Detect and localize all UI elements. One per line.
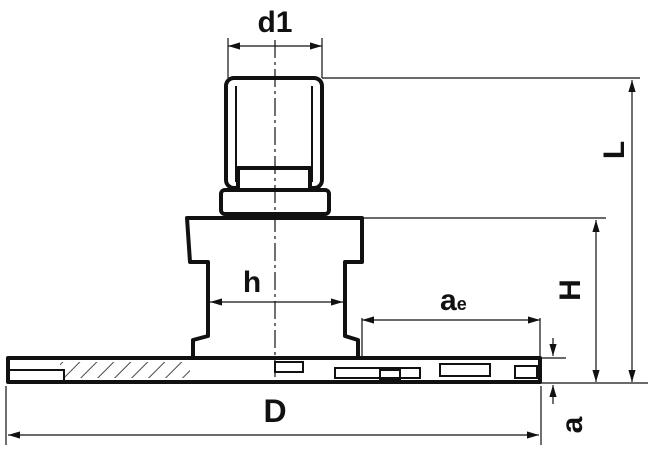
dimension-a: a xyxy=(540,338,589,433)
dimension-L: L xyxy=(322,77,640,382)
collar xyxy=(219,166,331,216)
dimension-d1: d1 xyxy=(227,6,323,78)
label-ae: ae xyxy=(440,284,467,317)
label-ae-subscript: e xyxy=(457,294,467,314)
label-d1: d1 xyxy=(257,6,292,39)
shank xyxy=(224,76,324,190)
dimension-H: H xyxy=(364,217,606,382)
dimension-D: D xyxy=(5,386,542,445)
label-a: a xyxy=(556,416,589,433)
label-ae-main: a xyxy=(440,284,457,317)
label-D: D xyxy=(263,393,286,429)
label-L: L xyxy=(598,141,631,159)
dimension-h: h xyxy=(210,266,343,306)
label-h: h xyxy=(243,266,261,299)
label-H: H xyxy=(554,279,587,301)
dimension-ae: ae xyxy=(361,284,541,356)
disc xyxy=(6,356,542,384)
